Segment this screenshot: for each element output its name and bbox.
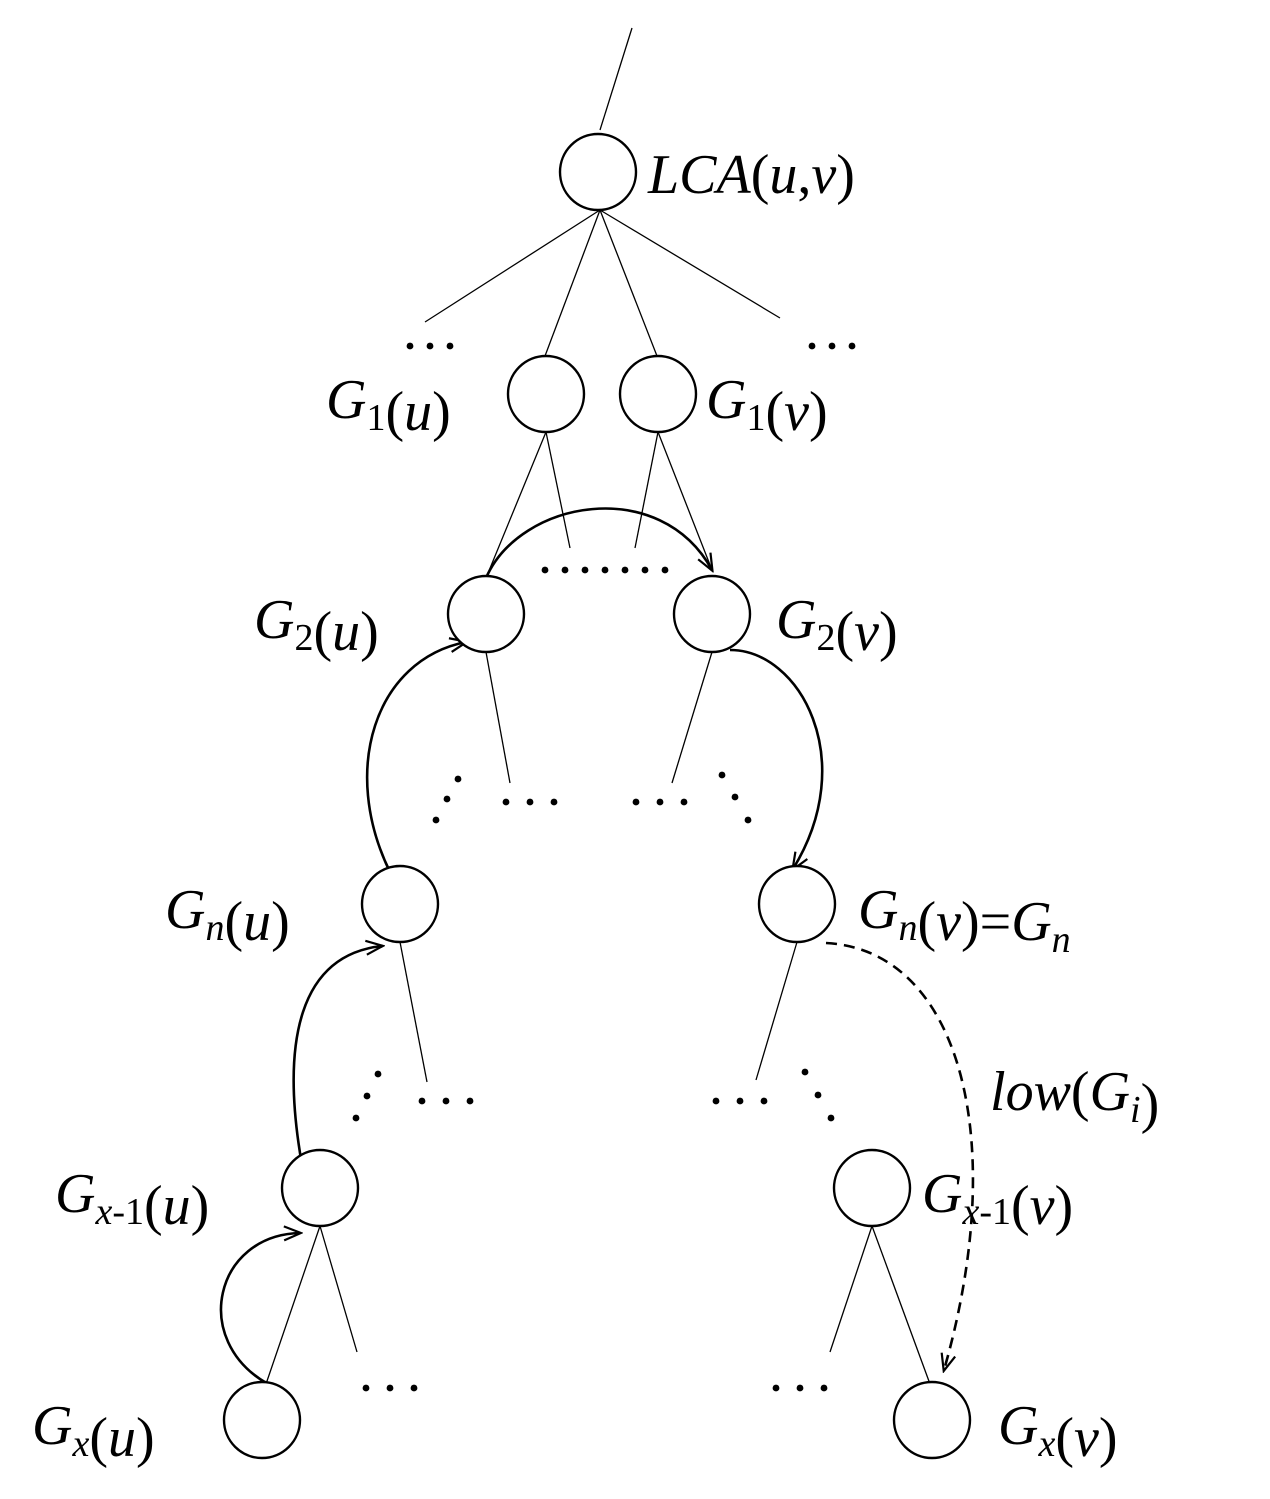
label-g2v: G2(v)	[776, 589, 898, 663]
label-gnv: Gn(v)=Gn	[858, 879, 1071, 961]
label-gx1u: Gx-1(u)	[55, 1163, 209, 1237]
edge-g1v-dots	[634, 431, 659, 549]
edge-lca-right-dots	[599, 209, 781, 319]
edge-gx1u-gxu	[265, 1225, 321, 1385]
edge-lca-g1v	[599, 209, 658, 357]
label-gxv: Gx(v)	[998, 1395, 1118, 1469]
label-g1v: G1(v)	[706, 369, 828, 443]
label-g2u: G2(u)	[254, 589, 379, 663]
node-gxv	[892, 1380, 972, 1460]
node-gx1u	[280, 1148, 360, 1228]
edge-g1v-g2v	[657, 431, 713, 571]
edge-g2u-down	[485, 651, 511, 784]
label-lca: LCA(u,v)	[647, 144, 855, 206]
arrow-gnu-to-g2u	[365, 642, 466, 873]
label-gx1v: Gx-1(v)	[922, 1163, 1073, 1237]
node-g2v	[672, 574, 752, 654]
edge-gx1v-dots	[829, 1225, 873, 1353]
label-gxu: Gx(u)	[32, 1395, 155, 1469]
node-g1u	[506, 354, 586, 434]
edge-gnu-down	[399, 941, 428, 1083]
node-g1v	[618, 354, 698, 434]
node-gx1v	[832, 1148, 912, 1228]
arrow-g2v-to-gnv	[729, 648, 824, 869]
arrow-gx1u-to-gnu	[292, 946, 382, 1166]
ellipsis-dots	[352, 342, 856, 1392]
node-gnu	[360, 864, 440, 944]
arrow-low-gi	[825, 941, 975, 1370]
edge-lca-left-dots	[424, 209, 601, 323]
node-g2u	[446, 574, 526, 654]
label-low-gi: low(Gi)	[990, 1061, 1159, 1135]
edge-gnv-down	[755, 941, 798, 1081]
node-labels: LCA(u,v) G1(u) G1(v) G2(u) G2(v) Gn(u) G…	[32, 144, 1159, 1469]
edge-g1u-dots	[545, 431, 571, 549]
edge-lca-g1u	[544, 209, 601, 357]
edge-g1u-g2u	[485, 431, 547, 579]
label-g1u: G1(u)	[326, 369, 451, 443]
path-arrows	[219, 507, 975, 1386]
edge-parent-lca	[599, 27, 633, 131]
tree-nodes	[222, 132, 972, 1460]
label-gnu: Gn(u)	[165, 879, 290, 953]
node-gnv	[757, 864, 837, 944]
node-lca	[558, 132, 638, 212]
tree-edges	[265, 27, 931, 1385]
node-gxu	[222, 1380, 302, 1460]
arrow-gxu-to-gx1u	[219, 1233, 300, 1386]
edge-gx1v-gxv	[871, 1225, 931, 1385]
edge-g2v-down	[671, 651, 713, 784]
arrow-g2u-to-g2v	[484, 507, 712, 579]
edge-gx1u-dots	[319, 1225, 358, 1353]
